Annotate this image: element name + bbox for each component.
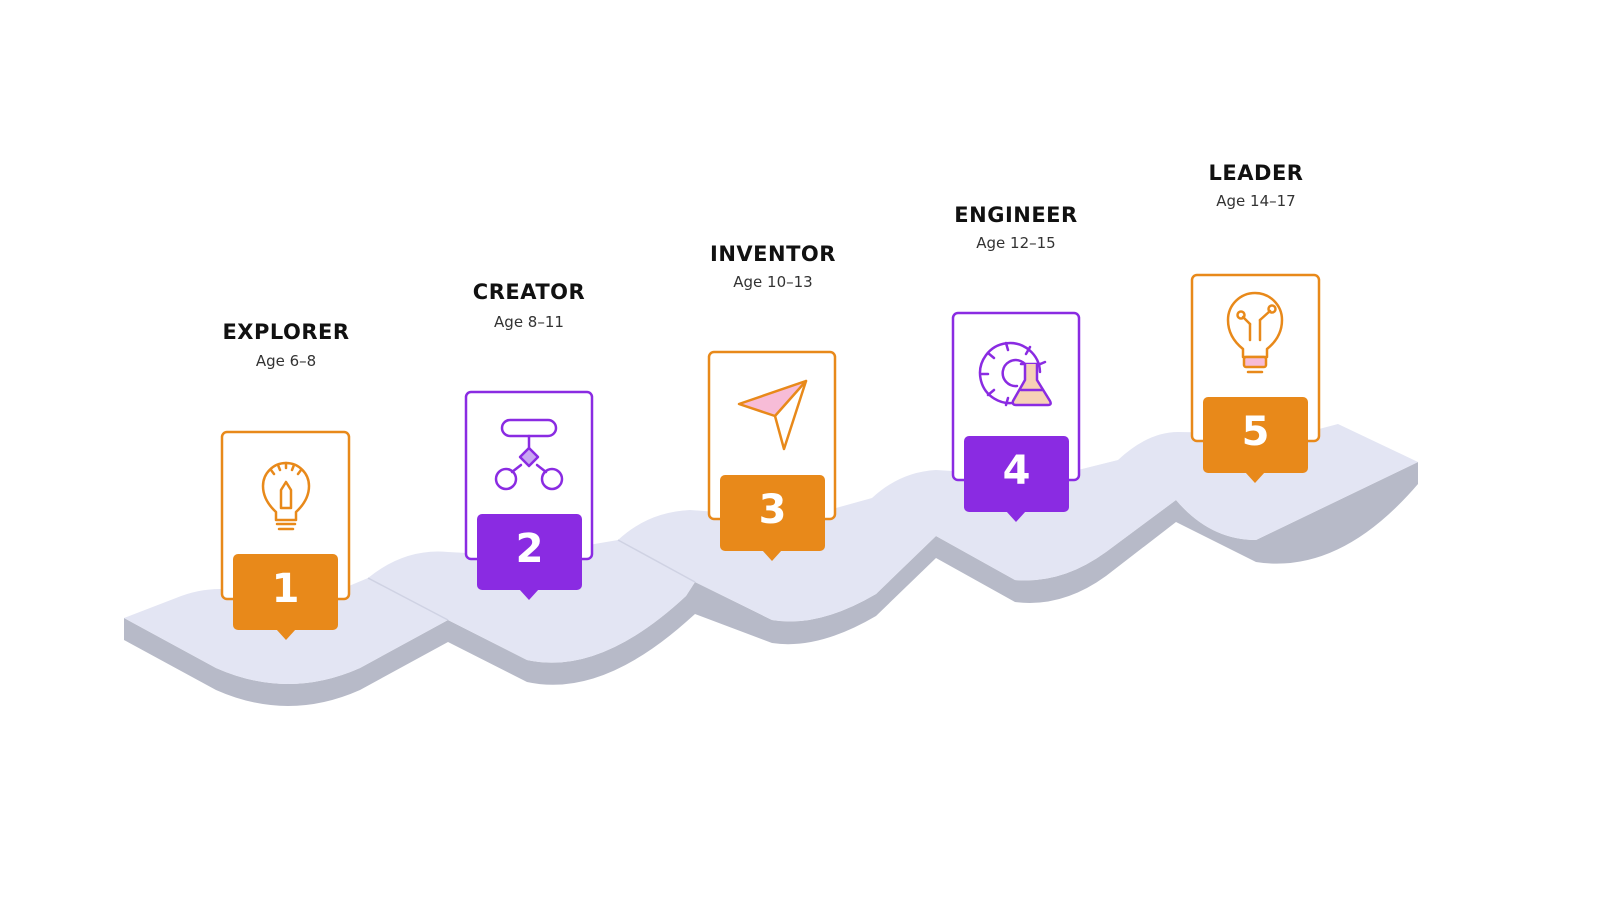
flowchart-icon — [494, 418, 564, 491]
road-side-face — [124, 462, 1418, 706]
gear-flask-icon — [978, 341, 1052, 407]
step-2-card: 2 — [464, 390, 594, 600]
step-1-number: 1 — [272, 566, 300, 612]
road-seam — [617, 539, 696, 583]
step-2-title: CREATOR — [472, 280, 586, 304]
step-5-card: 5 — [1190, 273, 1321, 483]
step-2-badge-pointer — [519, 589, 539, 600]
step-5-age: Age 14–17 — [1216, 192, 1296, 210]
step-5-number: 5 — [1242, 409, 1270, 455]
paper-plane-icon — [737, 379, 808, 451]
lightbulb-pencil-icon — [261, 461, 311, 531]
step-2-number: 2 — [516, 526, 544, 572]
lightbulb-circuit-icon — [1226, 291, 1284, 374]
step-2-badge — [477, 514, 582, 590]
step-3-title: INVENTOR — [710, 242, 836, 266]
step-3-badge — [720, 475, 825, 551]
step-1-age: Age 6–8 — [255, 352, 317, 370]
step-5-badge-pointer — [1245, 472, 1265, 483]
step-2-age: Age 8–11 — [494, 313, 564, 331]
road-seam — [367, 577, 449, 621]
step-4-badge-pointer — [1006, 511, 1026, 522]
step-1-badge — [233, 554, 338, 630]
step-5-title: LEADER — [1208, 161, 1304, 185]
step-4-number: 4 — [1003, 448, 1031, 494]
step-1-title: EXPLORER — [222, 320, 350, 344]
step-3-age: Age 10–13 — [733, 273, 813, 291]
step-4-badge — [964, 436, 1069, 512]
step-1-badge-pointer — [276, 629, 296, 640]
step-3-badge-pointer — [762, 550, 782, 561]
step-3-number: 3 — [759, 487, 787, 533]
step-1-card: 1 — [220, 430, 351, 640]
step-4-age: Age 12–15 — [976, 234, 1056, 252]
step-4-title: ENGINEER — [954, 203, 1078, 227]
step-4-card: 4 — [951, 311, 1081, 522]
step-3-card: 3 — [707, 350, 837, 561]
step-5-badge — [1203, 397, 1308, 473]
